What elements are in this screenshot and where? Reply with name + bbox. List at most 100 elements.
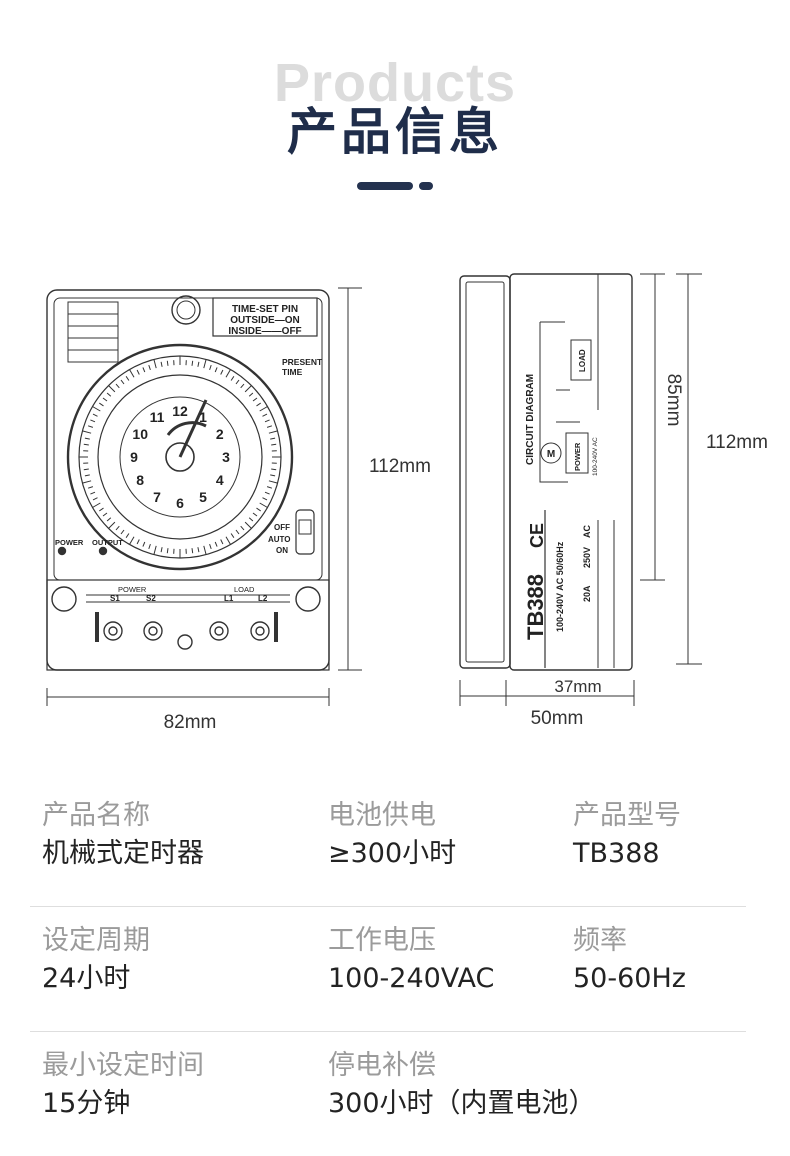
dial-tick [269,431,278,433]
voltage-spec-text: 250V [582,547,592,568]
present-time-text: PRESENT [282,357,323,367]
current-spec-text: 20A [582,585,592,602]
output-led-label: OUTPUT [92,538,123,547]
front-housing [47,290,329,670]
dial-tick [221,540,223,545]
dial-tick [85,438,90,439]
load-box-text: LOAD [578,349,587,372]
dial-hour-number: 9 [130,449,138,465]
spec-label: 频率 [573,923,686,959]
power-led [59,548,66,555]
dial-hour-number: 10 [132,426,148,442]
dial-tick [161,547,162,552]
dial-tick [241,526,244,530]
dial-tick [192,548,193,553]
dial-tick [130,537,135,545]
spec-label: 最小设定时间 [42,1048,204,1084]
dial-tick [154,359,156,368]
spec-label: 产品型号 [573,798,681,834]
dial-tick [109,522,115,528]
side-view [460,274,702,706]
page-title: 产品信息 [0,92,790,164]
dial-tick [265,420,270,422]
dial-tick [260,503,268,508]
title-underline [357,182,413,190]
spec-value: 24小时 [42,961,150,997]
dial-tick [149,365,151,370]
rail-hole-right [296,587,320,611]
dial-tick [137,370,139,375]
dial-tick [116,384,119,388]
dial-tick [236,530,239,534]
dial-tick [269,481,278,483]
dial-tick [84,469,89,470]
spec-label: 产品名称 [42,798,204,834]
front-height-dim-label: 112mm [369,456,431,477]
ce-mark: CE [527,523,547,548]
present-time-text-2: TIME [282,367,303,377]
circuit-diagram-text: CIRCUIT DIAGRAM [525,374,536,465]
terminal-l1-label: L1 [224,594,234,603]
spec-label: 设定周期 [42,923,150,959]
dial-tick [210,365,212,370]
dial-hour-number: 12 [172,403,188,419]
dial-tick [121,530,124,534]
terminal-s1-label: S1 [110,594,120,603]
spec-cell: 最小设定时间 15分钟 [42,1048,204,1122]
spec-label: 工作电压 [328,923,494,959]
spec-cell: 产品名称 机械式定时器 [42,798,204,872]
dial-tick [82,481,91,483]
spec-value: 300小时（内置电池） [328,1086,596,1122]
dial-tick [167,548,168,553]
pin-outside-text: OUTSIDE—ON [230,315,299,326]
dial-tick [221,370,223,375]
dial-tick [253,398,257,401]
dial-tick [90,492,95,494]
switch-on-label: ON [276,546,288,555]
dial-tick [85,475,90,476]
motor-symbol-text: M [547,449,555,460]
side-outer-height-dim-label: 112mm [706,432,768,453]
dial-hour-number: 8 [136,472,144,488]
dial-tick [215,367,217,372]
dial-tick [126,376,129,380]
spec-cell: 设定周期 24小时 [42,923,150,997]
spec-value: 15分钟 [42,1086,204,1122]
pin-inside-text: INSIDE——OFF [228,326,301,337]
spec-cell: 电池供电 ≥300小时 [328,798,456,872]
dial-tick [99,403,103,406]
dial-tick [143,367,145,372]
dial-tick [154,546,156,555]
dial-tick [257,403,261,406]
dial-tick [245,522,251,528]
spec-value: TB388 [573,836,681,872]
power-led-label: POWER [55,538,84,547]
dial-tick [245,386,251,392]
spec-value: 100-240VAC [328,961,494,997]
dial-tick [267,426,272,428]
spec-cell: 产品型号 TB388 [573,798,681,872]
terminal-load-label: LOAD [234,585,255,594]
dial-tick [263,414,268,416]
dial-tick [198,362,199,367]
spec-cell: 工作电压 100-240VAC [328,923,494,997]
dial-tick [161,362,162,367]
dial-tick [249,518,253,521]
dial-tick [265,492,270,494]
side-inner-height-dim-label: 85mm [663,374,684,427]
model-text: TB388 [523,574,548,640]
dial-hour-number: 5 [199,489,207,505]
dial-tick [84,444,89,445]
dial-hour-number: 4 [216,472,224,488]
dial-tick [192,361,193,366]
dial-tick [93,414,98,416]
dial-hour-number: 6 [176,495,184,511]
front-width-dim-label: 82mm [164,712,217,733]
dial-tick [257,508,261,511]
side-outer-width-dim-label: 50mm [531,708,584,729]
dial-tick [107,393,111,396]
dial-tick [270,475,275,476]
dial-tick [143,542,145,547]
rail-hole-left [52,587,76,611]
title-underline-dot [419,182,433,190]
